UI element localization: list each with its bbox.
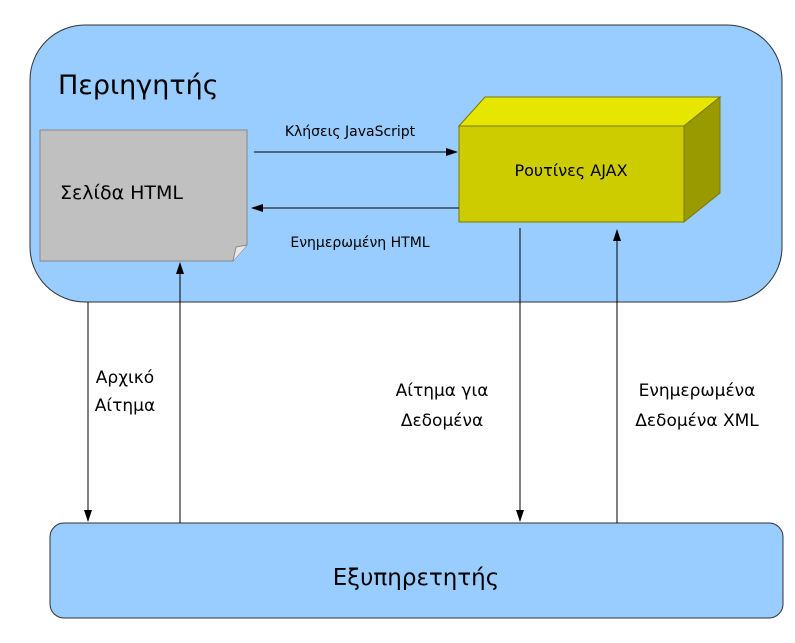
server-box [49,522,784,619]
initial-request-label-line2: Αίτημα [95,396,155,416]
data-request-label-line1: Αίτημα για [396,381,489,401]
updated-html-label: Ενημερωμένη HTML [290,235,429,251]
updated-xml-label-line2: Δεδομένα XML [635,411,759,431]
js-calls-label: Κλήσεις JavaScript [285,124,416,140]
html-page-label: Σελίδα HTML [60,182,183,204]
ajax-box-label: Ρουτίνες AJAX [514,161,627,180]
server-label: Εξυπηρετητής [333,565,499,591]
browser-title: Περιηγητής [58,70,219,101]
updated-xml-label-line1: Ενημερωμένα [639,381,756,401]
html-page-fold [232,244,248,262]
ajax-box-front [458,125,685,223]
data-request-label-line2: Δεδομένα [401,411,483,431]
ajax-box-top [457,96,722,127]
initial-request-label-line1: Αρχικό [96,368,154,388]
